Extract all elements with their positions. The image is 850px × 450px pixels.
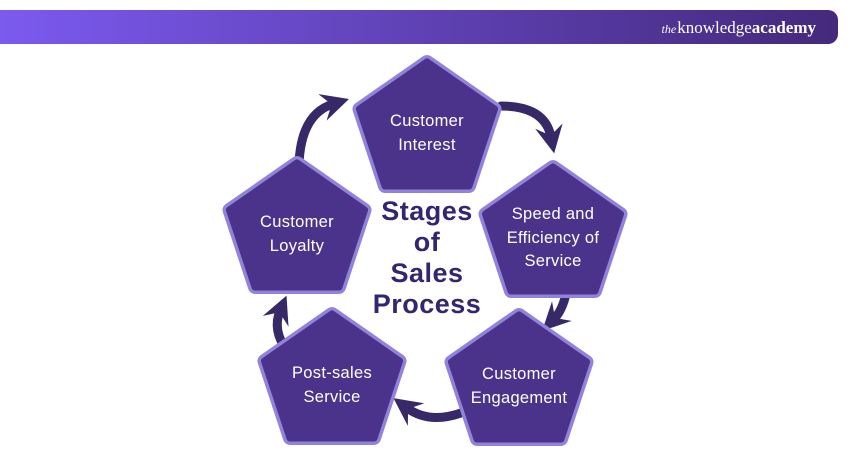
title-line: Process xyxy=(372,289,482,319)
stage-label: Customer Interest xyxy=(390,112,464,154)
stage-customer-loyalty: Customer Loyalty xyxy=(222,156,372,295)
stage-label: Customer Engagement xyxy=(470,365,568,407)
arrow-loyalty-to-interest xyxy=(294,94,349,169)
stage-label: Post-sales Service xyxy=(291,364,373,406)
title-line: Sales xyxy=(390,258,464,288)
logo-the: the xyxy=(661,21,677,36)
title-line: Stages xyxy=(381,196,473,226)
stage-speed-efficiency: Speed and Efficiency of Service xyxy=(478,160,628,299)
arrow-interest-to-speed xyxy=(496,101,563,154)
title-line: of xyxy=(413,227,441,257)
stage-label: Customer Loyalty xyxy=(260,213,334,255)
stage-label: Speed and Efficiency of Service xyxy=(506,205,600,271)
logo-knowledge: knowledge xyxy=(677,17,752,37)
stage-customer-engagement: Customer Engagement xyxy=(444,308,594,447)
logo-academy: academy xyxy=(751,17,816,37)
diagram-title: Stages of Sales Process xyxy=(337,196,517,320)
stage-post-sales-service: Post-sales Service xyxy=(257,307,407,446)
stage-customer-interest: Customer Interest xyxy=(352,55,502,194)
